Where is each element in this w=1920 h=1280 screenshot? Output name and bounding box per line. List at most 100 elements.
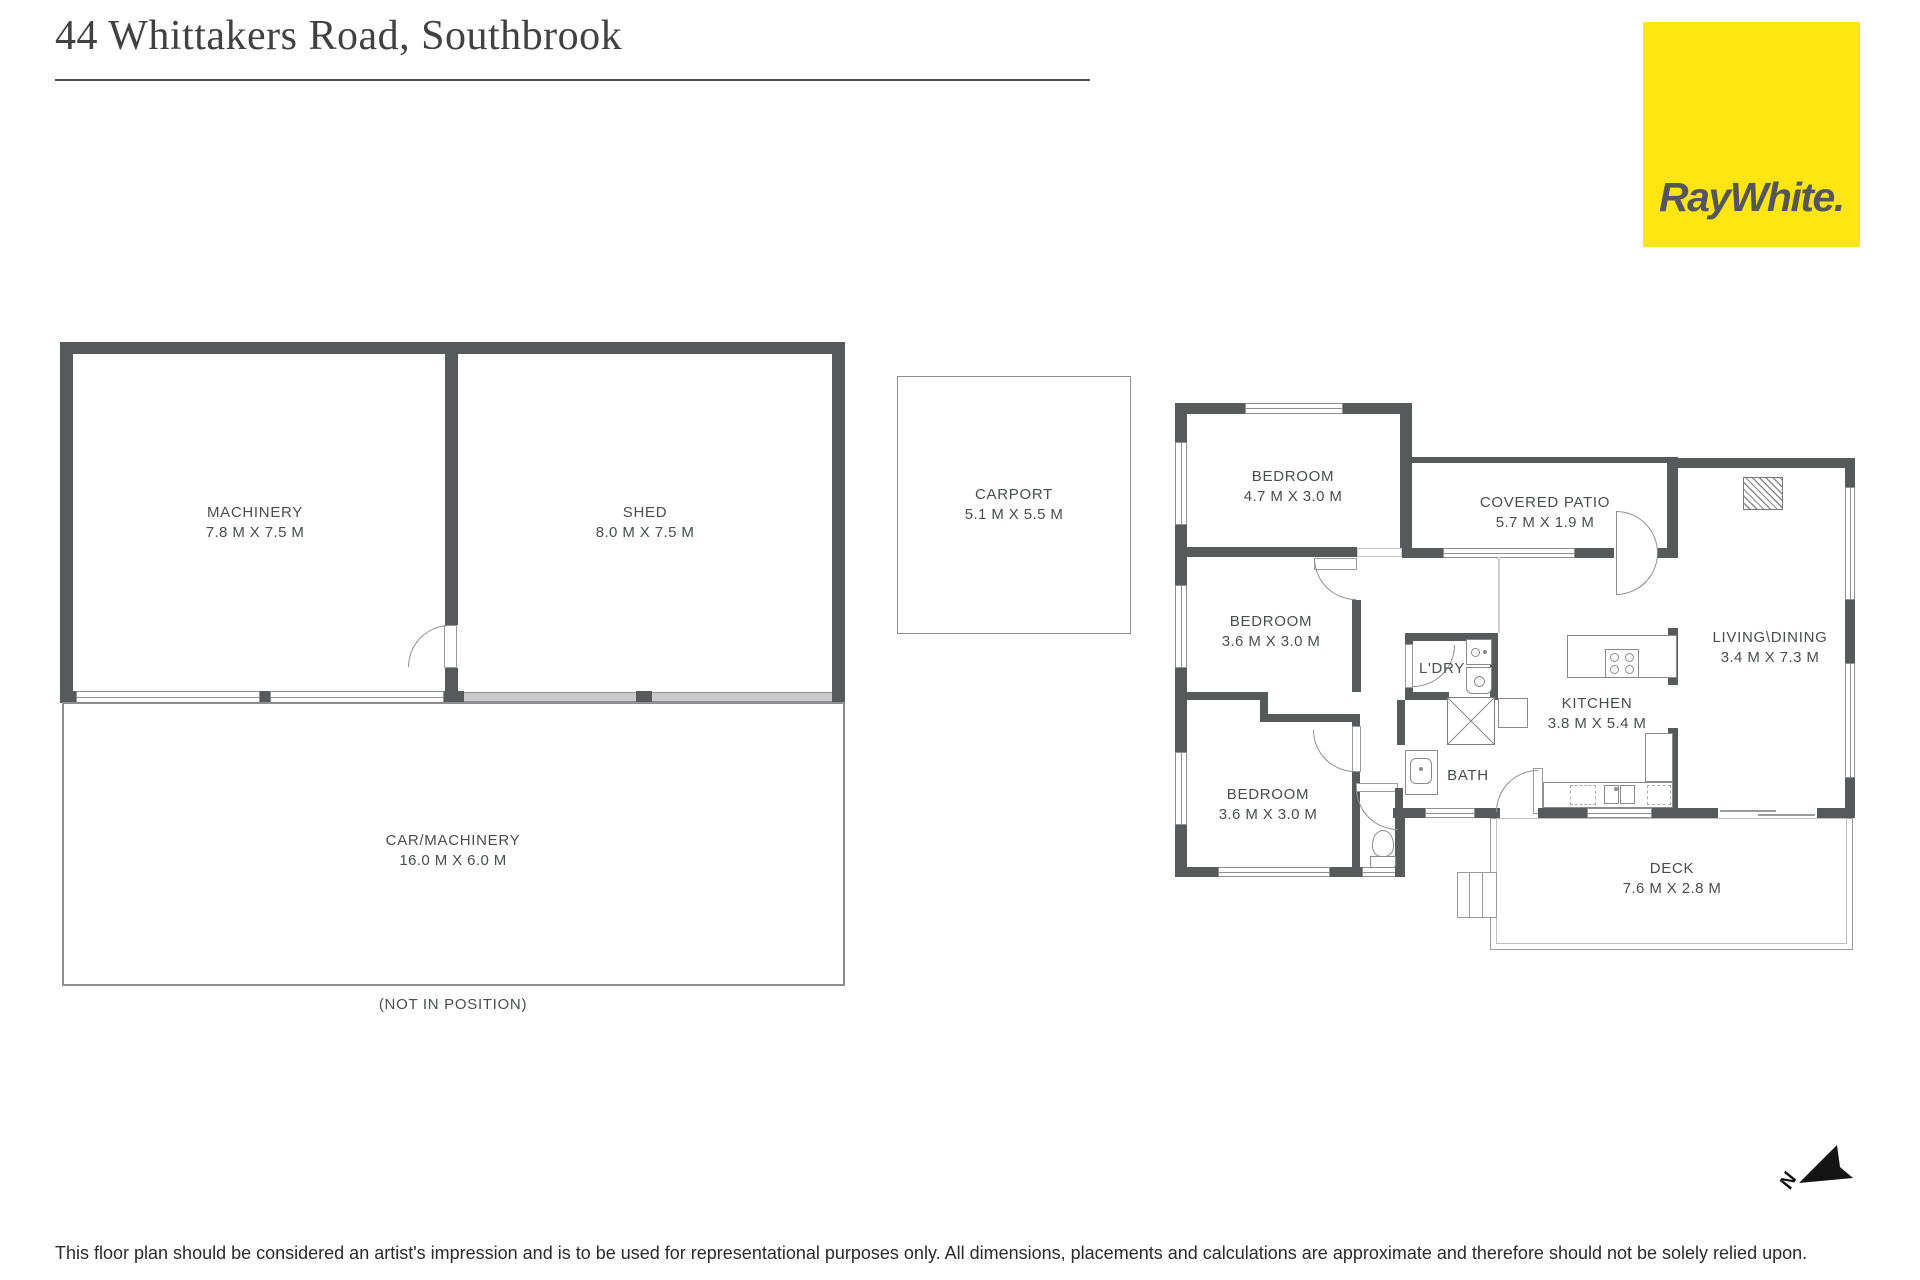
burner xyxy=(1625,653,1634,662)
window xyxy=(1587,808,1652,818)
wall-segment xyxy=(1475,808,1500,818)
bath-vanity xyxy=(1405,750,1438,795)
carport-outline xyxy=(897,376,1131,634)
room-dims: 5.7 M X 1.9 M xyxy=(1495,514,1595,531)
wall-segment xyxy=(1352,600,1361,692)
wall-segment xyxy=(1260,714,1360,722)
wall-segment xyxy=(1397,700,1405,745)
room-dims: 16.0 M X 6.0 M xyxy=(399,852,507,869)
wall-segment xyxy=(832,691,845,703)
sliding-door-panel xyxy=(1720,810,1776,812)
window xyxy=(1845,487,1855,600)
wall-segment xyxy=(1352,772,1360,867)
room-dims: 3.8 M X 5.4 M xyxy=(1547,715,1647,732)
room-label-laundry: L'DRY xyxy=(1418,660,1466,677)
toilet xyxy=(1370,830,1396,868)
room-label-covered-patio: COVERED PATIO 5.7 M X 1.9 M xyxy=(1442,493,1648,533)
appliance-space xyxy=(1647,785,1671,805)
wall-segment xyxy=(1412,457,1678,463)
wall-segment xyxy=(832,342,845,703)
wall-segment xyxy=(1667,457,1678,557)
wall-segment xyxy=(1652,808,1718,818)
window xyxy=(1845,663,1855,778)
wall-segment xyxy=(1668,728,1678,810)
wall-segment xyxy=(445,342,458,625)
sink-tap xyxy=(1614,787,1618,791)
toilet-cistern xyxy=(1370,856,1396,868)
sliding-door-panel xyxy=(1758,814,1815,816)
room-label-bath: BATH xyxy=(1447,767,1489,784)
wall-segment xyxy=(1352,714,1360,728)
wall-segment xyxy=(1175,692,1268,700)
room-name: BEDROOM xyxy=(1251,468,1335,485)
title-underline xyxy=(55,79,1090,81)
wall-segment xyxy=(1538,808,1587,818)
room-dims: 7.8 M X 7.5 M xyxy=(205,524,305,541)
room-name: BEDROOM xyxy=(1226,786,1310,803)
laundry-tub xyxy=(1466,667,1492,694)
page-title: 44 Whittakers Road, Southbrook xyxy=(55,13,623,59)
room-name: CARPORT xyxy=(975,486,1053,503)
wall-segment xyxy=(1405,633,1413,645)
north-arrow: N xyxy=(1776,1145,1853,1192)
room-name: DECK xyxy=(1649,860,1695,877)
disclaimer-text: This floor plan should be considered an … xyxy=(55,1243,1808,1263)
room-label-kitchen: KITCHEN 3.8 M X 5.4 M xyxy=(1494,694,1700,734)
vanity-basin xyxy=(1410,758,1432,784)
room-label-bedroom-3: BEDROOM 3.6 M X 3.0 M xyxy=(1165,785,1371,825)
room-name: KITCHEN xyxy=(1561,695,1633,712)
wall-segment xyxy=(1393,808,1425,818)
room-label-car-machinery: CAR/MACHINERY 16.0 M X 6.0 M xyxy=(253,831,653,871)
room-dims: 3.4 M X 7.3 M xyxy=(1720,649,1820,666)
wall-segment xyxy=(1260,692,1268,722)
door-arc xyxy=(408,625,450,667)
wall-segment xyxy=(1402,548,1443,558)
wall-segment xyxy=(1575,548,1617,558)
wall-segment xyxy=(260,691,270,703)
open-plan-line xyxy=(1498,557,1500,633)
tub-bowl xyxy=(1474,676,1485,687)
burner xyxy=(1625,665,1634,674)
cooktop xyxy=(1605,649,1639,678)
dishwasher xyxy=(1570,785,1596,805)
wall-segment xyxy=(60,691,76,703)
window xyxy=(1175,752,1187,825)
wall-segment xyxy=(1657,548,1678,558)
roller-door xyxy=(464,692,636,702)
window xyxy=(1175,585,1187,668)
bench xyxy=(1498,698,1528,728)
doorway-threshold xyxy=(1357,548,1402,557)
car-machinery-outline xyxy=(62,702,845,986)
window xyxy=(1362,867,1397,877)
room-name: LIVING\DINING xyxy=(1712,629,1828,646)
washing-machine-icon xyxy=(1471,648,1480,657)
room-label-carport: CARPORT 5.1 M X 5.5 M xyxy=(911,485,1117,525)
room-dims: 7.6 M X 2.8 M xyxy=(1622,880,1722,897)
sliding-door xyxy=(1718,808,1817,818)
wall-segment xyxy=(1395,818,1405,877)
north-arrow-pointer xyxy=(1799,1145,1853,1183)
burner xyxy=(1610,665,1619,674)
wall-segment xyxy=(1330,867,1362,877)
wall-segment xyxy=(636,691,652,703)
burner xyxy=(1610,653,1619,662)
room-name: MACHINERY xyxy=(206,504,304,521)
room-name: SHED xyxy=(622,504,668,521)
wall-segment xyxy=(1490,633,1498,700)
wall-segment xyxy=(1400,403,1412,557)
roller-door xyxy=(652,692,832,702)
wall-segment xyxy=(1395,788,1403,818)
room-label-shed: SHED 8.0 M X 7.5 M xyxy=(542,503,748,543)
room-label-deck: DECK 7.6 M X 2.8 M xyxy=(1569,859,1775,899)
raywhite-logo: RayWhite. xyxy=(1643,22,1860,247)
washing-machine xyxy=(1466,639,1492,665)
room-label-living-dining: LIVING\DINING 3.4 M X 7.3 M xyxy=(1667,628,1873,668)
wall-segment xyxy=(1845,458,1855,818)
fireplace-hatch xyxy=(1743,477,1783,510)
room-dims: 5.1 M X 5.5 M xyxy=(964,506,1064,523)
kitchen-counter-return xyxy=(1645,733,1673,782)
wall-segment xyxy=(1817,808,1855,818)
wall-segment xyxy=(1175,867,1218,877)
window xyxy=(1443,548,1575,558)
wall-segment xyxy=(1175,547,1357,557)
